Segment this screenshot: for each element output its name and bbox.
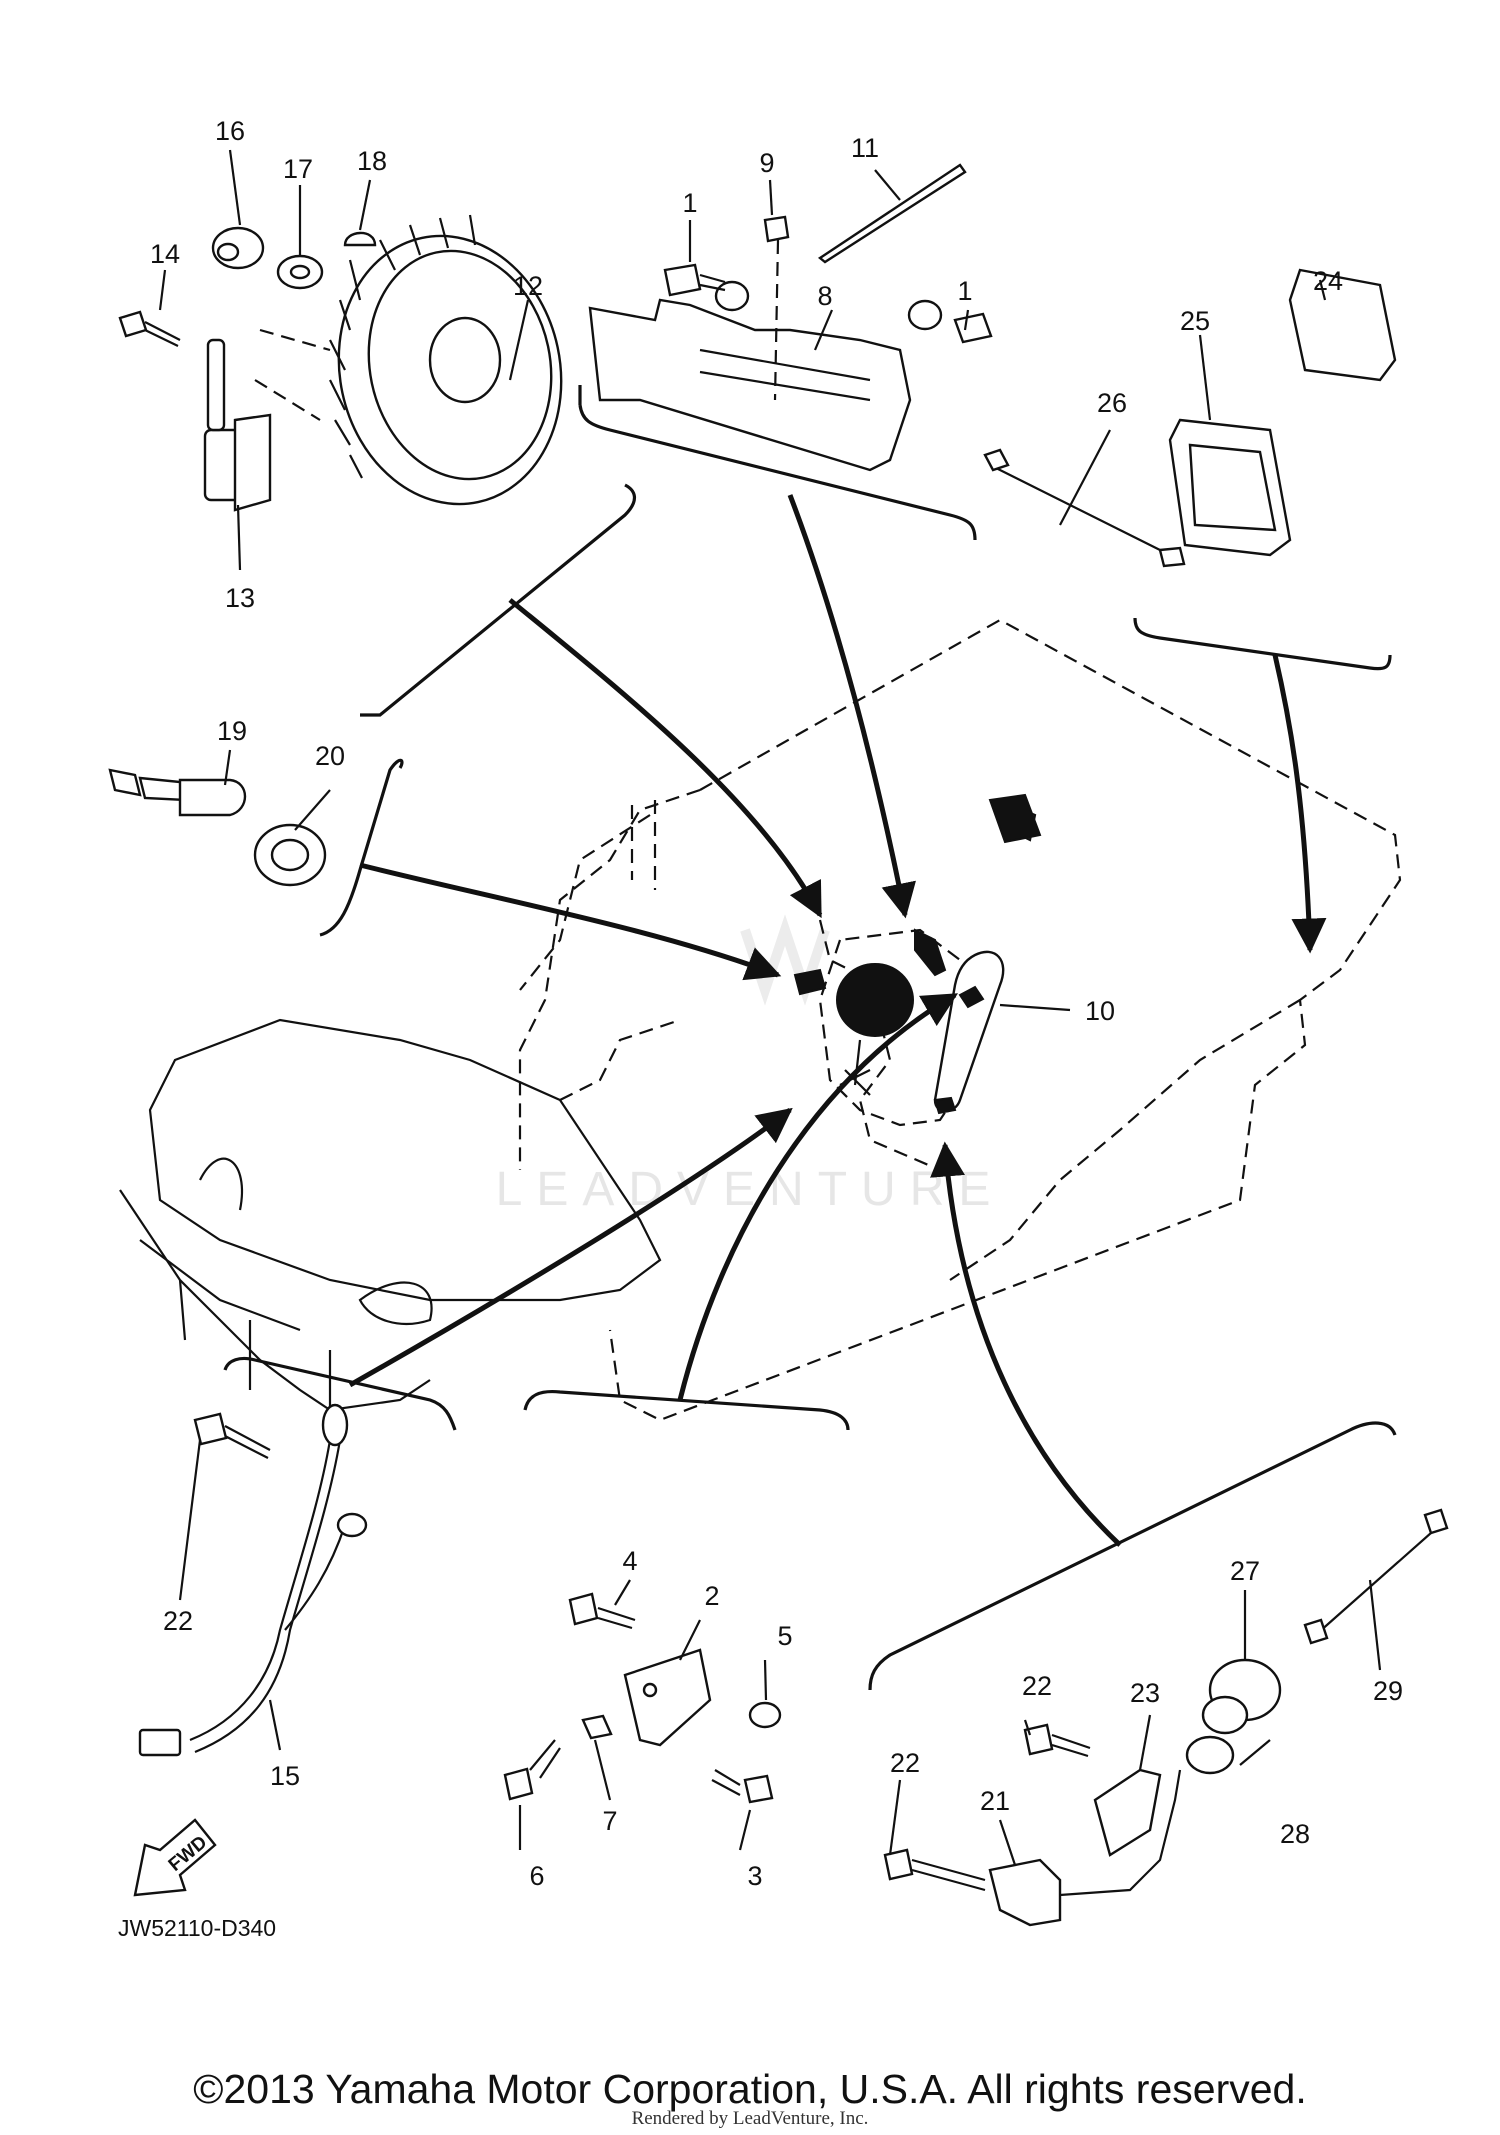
central-cluster: [793, 928, 1005, 1127]
callout-15: 15: [270, 1761, 300, 1791]
callout-5: 5: [777, 1621, 792, 1651]
callout-17: 17: [283, 154, 313, 184]
flywheel-part: [329, 214, 563, 506]
callout-1a: 1: [682, 188, 697, 218]
leader-arrows: [348, 494, 1327, 1547]
callout-16: 16: [215, 116, 245, 146]
callout-19: 19: [217, 716, 247, 746]
callout-18: 18: [357, 146, 387, 176]
bracket-2-part: [503, 1592, 782, 1804]
callout-25: 25: [1180, 306, 1210, 336]
harness-15-part: [138, 1403, 368, 1757]
callout-23: 23: [1130, 1678, 1160, 1708]
callout-29: 29: [1373, 1676, 1403, 1706]
callout-21: 21: [980, 1786, 1010, 1816]
callout-2: 2: [704, 1581, 719, 1611]
watermark-text: LEADVENTURE: [496, 1163, 1005, 1216]
ecu-parts: [983, 268, 1397, 568]
group-brackets: [223, 385, 1397, 1691]
callout-11: 11: [851, 133, 879, 163]
callout-27: 27: [1230, 1556, 1260, 1586]
atv-body-outline: [119, 618, 1402, 1422]
reference-code: JW52110-D340: [118, 1915, 277, 1941]
rendered-by-text: Rendered by LeadVenture, Inc.: [631, 2108, 869, 2129]
callout-10: 10: [1085, 996, 1115, 1026]
callout-20: 20: [315, 741, 345, 771]
sensor-parts: [883, 1508, 1449, 1927]
bolt-14-part: [118, 310, 181, 347]
bracket-8-part: [588, 163, 993, 472]
callout-labels: 1 1 2 3 4 5 6 7 8 9 10 11 12 13 14 15 16…: [150, 116, 1403, 1891]
callout-14: 14: [150, 239, 180, 269]
watermark: LEADVENTURE: [496, 914, 1005, 1216]
callout-13: 13: [225, 583, 255, 613]
callout-leaders: [158, 149, 1382, 1866]
bulb-socket-parts: [108, 768, 327, 887]
callout-22b: 22: [1022, 1671, 1052, 1701]
callout-6: 6: [529, 1861, 544, 1891]
callout-12: 12: [513, 271, 543, 301]
callout-24: 24: [1313, 266, 1343, 296]
callout-8: 8: [817, 281, 832, 311]
callout-22c: 22: [890, 1748, 920, 1778]
callout-26: 26: [1097, 388, 1127, 418]
callout-22a: 22: [163, 1606, 193, 1636]
callout-1b: 1: [957, 276, 972, 306]
nut-washer-key-parts: [211, 226, 377, 290]
callout-7: 7: [602, 1806, 617, 1836]
ignition-coil-part: [203, 328, 331, 512]
callout-4: 4: [622, 1546, 637, 1576]
callout-9: 9: [759, 148, 774, 178]
callout-28: 28: [1280, 1819, 1310, 1849]
callout-3: 3: [747, 1861, 762, 1891]
fwd-arrow-icon: FWD: [133, 1818, 217, 1897]
copyright-text: ©2013 Yamaha Motor Corporation, U.S.A. A…: [193, 2066, 1307, 2112]
